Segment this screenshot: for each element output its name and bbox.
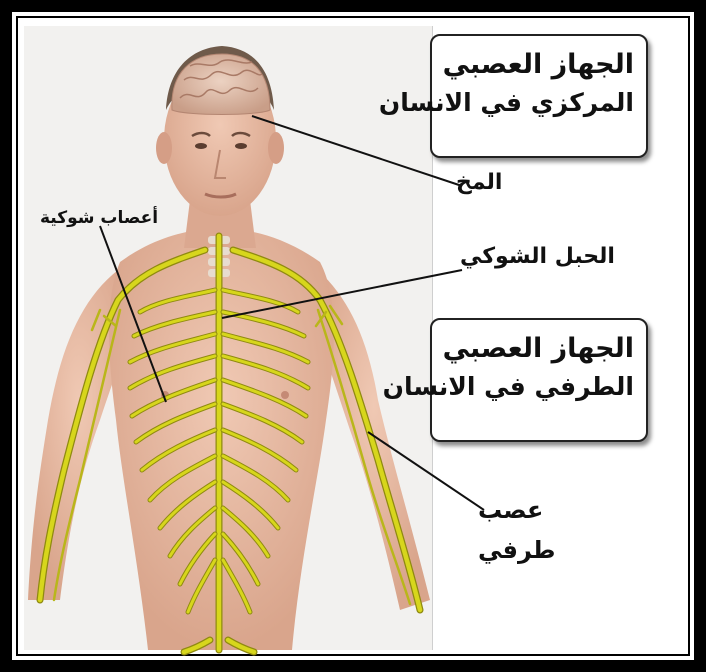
peripheral-nervous-system-box: الجهاز العصبي الطرفي في الانسان xyxy=(430,318,648,442)
spinal-nerves-label: أعصاب شوكية xyxy=(40,208,158,228)
peripheral-box-line1: الجهاز العصبي xyxy=(432,330,646,368)
peripheral-box-line2: الطرفي في الانسان xyxy=(432,368,646,406)
brain-label: المخ xyxy=(456,170,502,195)
left-ear xyxy=(156,132,172,164)
central-box-line2: المركزي في الانسان xyxy=(432,84,646,122)
central-box-line1: الجهاز العصبي xyxy=(432,46,646,84)
peripheral-nerve-label-line1: عصب xyxy=(478,496,543,524)
spinal-cord-label: الحبل الشوكي xyxy=(460,244,615,269)
peripheral-nerve-label-line2: طرفي xyxy=(478,536,556,564)
right-ear xyxy=(268,132,284,164)
human-body xyxy=(28,46,430,650)
central-nervous-system-box: الجهاز العصبي المركزي في الانسان xyxy=(430,34,648,158)
